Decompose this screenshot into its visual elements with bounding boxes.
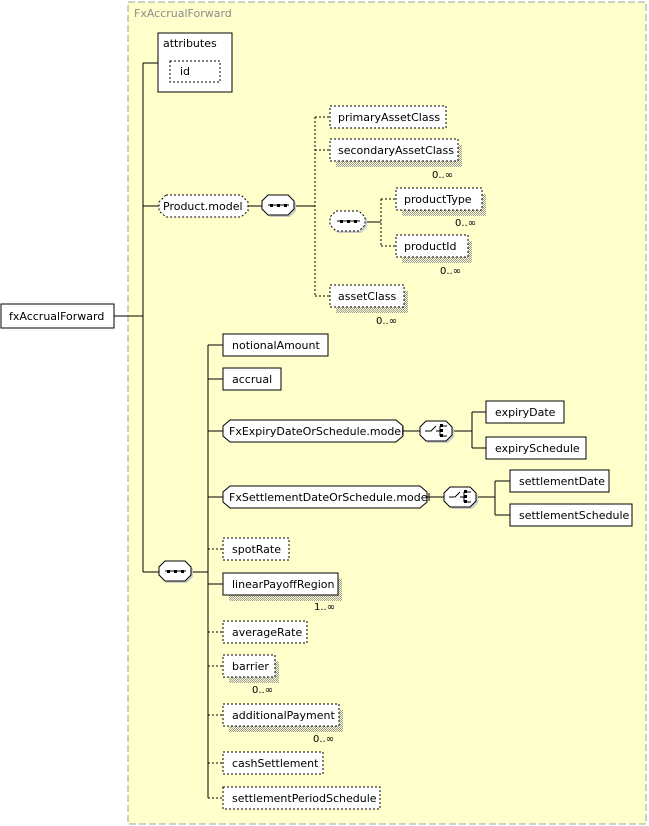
product-id-label: productId — [404, 240, 457, 253]
optional-connector-lines — [208, 116, 396, 799]
product-id-cardinality: 0..∞ — [440, 266, 461, 277]
element-settlement-schedule[interactable]: settlementSchedule — [509, 503, 633, 527]
expiry-date-label: expiryDate — [495, 406, 556, 419]
product-model-sequence-compositor[interactable] — [261, 194, 296, 217]
settlement-date-label: settlementDate — [519, 475, 605, 488]
attributes-box[interactable]: attributes id — [157, 32, 233, 93]
nested-sequence-compositor[interactable] — [329, 210, 367, 233]
average-rate-label: averageRate — [232, 626, 302, 639]
element-accrual[interactable]: accrual — [222, 367, 282, 391]
element-linear-payoff-region[interactable]: linearPayoffRegion 1..∞ — [222, 572, 342, 613]
element-settlement-date[interactable]: settlementDate — [509, 469, 610, 493]
element-expiry-date[interactable]: expiryDate — [485, 400, 565, 424]
expiry-schedule-label: expirySchedule — [495, 442, 580, 455]
settlement-schedule-label: settlementSchedule — [519, 509, 629, 522]
element-cash-settlement[interactable]: cashSettlement — [222, 751, 324, 775]
settlement-date-or-schedule-model-group[interactable]: FxSettlementDateOrSchedule.model — [222, 485, 431, 509]
settlement-period-schedule-label: settlementPeriodSchedule — [232, 792, 377, 805]
settlement-model-label: FxSettlementDateOrSchedule.model — [229, 491, 431, 504]
settlement-choice-compositor[interactable] — [443, 486, 478, 509]
product-type-label: productType — [404, 193, 472, 206]
connector-lines — [114, 62, 510, 798]
element-barrier[interactable]: barrier 0..∞ — [222, 654, 279, 696]
element-additional-payment[interactable]: additionalPayment 0..∞ — [222, 703, 343, 745]
product-type-cardinality: 0..∞ — [455, 218, 476, 229]
root-element-fxaccrualforward[interactable]: fxAccrualForward — [0, 303, 115, 329]
expiry-date-or-schedule-model-group[interactable]: FxExpiryDateOrSchedule.model — [222, 419, 404, 443]
element-spot-rate[interactable]: spotRate — [222, 537, 290, 561]
main-sequence-compositor[interactable] — [158, 560, 193, 583]
element-product-id[interactable]: productId 0..∞ — [395, 234, 472, 277]
spot-rate-label: spotRate — [232, 543, 281, 556]
secondary-asset-class-cardinality: 0..∞ — [432, 170, 453, 181]
element-settlement-period-schedule[interactable]: settlementPeriodSchedule — [222, 786, 381, 810]
asset-class-label: assetClass — [338, 290, 396, 303]
notional-amount-label: notionalAmount — [232, 339, 320, 352]
attribute-id-box[interactable] — [169, 60, 221, 83]
group-title: FxAccrualForward — [134, 7, 232, 20]
attributes-title: attributes — [163, 37, 217, 50]
attribute-id-label: id — [180, 65, 190, 78]
secondary-asset-class-label: secondaryAssetClass — [338, 144, 454, 157]
barrier-label: barrier — [232, 660, 269, 673]
accrual-label: accrual — [232, 373, 272, 386]
linear-payoff-region-cardinality: 1..∞ — [314, 602, 335, 613]
product-model-group[interactable]: Product.model — [158, 194, 249, 218]
element-asset-class[interactable]: assetClass 0..∞ — [329, 284, 408, 327]
element-notional-amount[interactable]: notionalAmount — [222, 333, 329, 357]
element-product-type[interactable]: productType 0..∞ — [395, 187, 486, 229]
expiry-choice-compositor[interactable] — [419, 420, 454, 443]
element-average-rate[interactable]: averageRate — [222, 620, 308, 644]
element-secondary-asset-class[interactable]: secondaryAssetClass 0..∞ — [329, 138, 462, 181]
product-model-label: Product.model — [163, 200, 243, 213]
additional-payment-cardinality: 0..∞ — [313, 734, 334, 745]
barrier-cardinality: 0..∞ — [252, 685, 273, 696]
linear-payoff-region-label: linearPayoffRegion — [232, 578, 334, 591]
root-element-label: fxAccrualForward — [9, 310, 104, 323]
asset-class-cardinality: 0..∞ — [376, 316, 397, 327]
additional-payment-label: additionalPayment — [232, 709, 335, 722]
cash-settlement-label: cashSettlement — [232, 757, 319, 770]
element-primary-asset-class[interactable]: primaryAssetClass — [329, 105, 447, 129]
element-expiry-schedule[interactable]: expirySchedule — [485, 436, 587, 460]
primary-asset-class-label: primaryAssetClass — [338, 111, 440, 124]
expiry-model-label: FxExpiryDateOrSchedule.model — [229, 425, 404, 438]
